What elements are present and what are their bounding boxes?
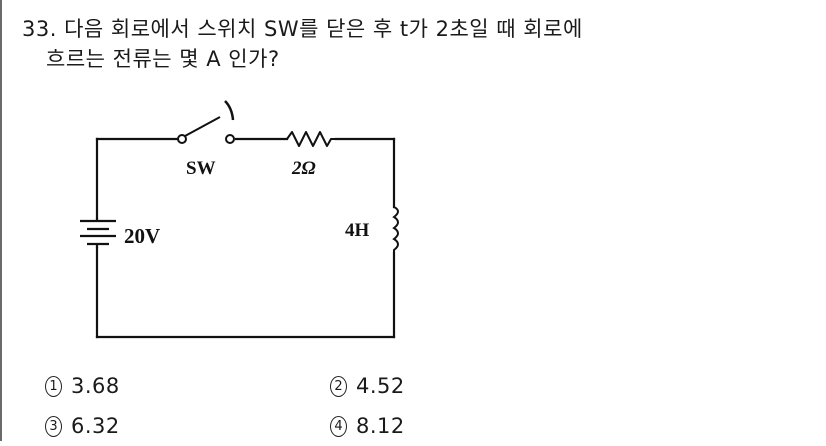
choice-4[interactable]: 4 8.12 bbox=[330, 414, 615, 438]
page-left-border bbox=[0, 0, 2, 441]
choice-value-3: 6.32 bbox=[71, 414, 120, 438]
choice-number-1: 1 bbox=[45, 375, 62, 397]
resistor-label: 2Ω bbox=[291, 158, 316, 179]
inductor-icon bbox=[392, 206, 399, 253]
choice-number-3: 3 bbox=[45, 415, 62, 437]
source-label: 20V bbox=[124, 224, 160, 248]
choice-row-1: 1 3.68 2 4.52 bbox=[45, 366, 615, 406]
question-block: 33. 다음 회로에서 스위치 SW를 닫은 후 t가 2초일 때 회로에 흐르… bbox=[22, 14, 583, 74]
resistor-icon bbox=[286, 131, 336, 147]
answer-choices: 1 3.68 2 4.52 3 6.32 4 8.12 bbox=[45, 366, 615, 446]
question-text-line-1: 다음 회로에서 스위치 SW를 닫은 후 t가 2초일 때 회로에 bbox=[64, 17, 583, 41]
choice-number-2: 2 bbox=[330, 375, 347, 397]
inductor-label: 4H bbox=[345, 220, 370, 241]
question-text-line-2: 흐르는 전류는 몇 A 인가? bbox=[46, 47, 280, 71]
choice-1[interactable]: 1 3.68 bbox=[45, 374, 330, 398]
choice-3[interactable]: 3 6.32 bbox=[45, 414, 330, 438]
choice-number-4: 4 bbox=[330, 415, 347, 437]
choice-value-1: 3.68 bbox=[71, 374, 120, 398]
switch-icon bbox=[177, 100, 235, 144]
question-number: 33. bbox=[22, 17, 57, 41]
question-line-2: 흐르는 전류는 몇 A 인가? bbox=[22, 44, 583, 74]
choice-value-2: 4.52 bbox=[356, 374, 405, 398]
question-line-1: 33. 다음 회로에서 스위치 SW를 닫은 후 t가 2초일 때 회로에 bbox=[22, 14, 583, 44]
battery-icon bbox=[80, 218, 116, 248]
choice-value-4: 8.12 bbox=[356, 414, 405, 438]
switch-label: SW bbox=[186, 158, 216, 179]
choice-2[interactable]: 2 4.52 bbox=[330, 374, 615, 398]
choice-row-2: 3 6.32 4 8.12 bbox=[45, 406, 615, 446]
